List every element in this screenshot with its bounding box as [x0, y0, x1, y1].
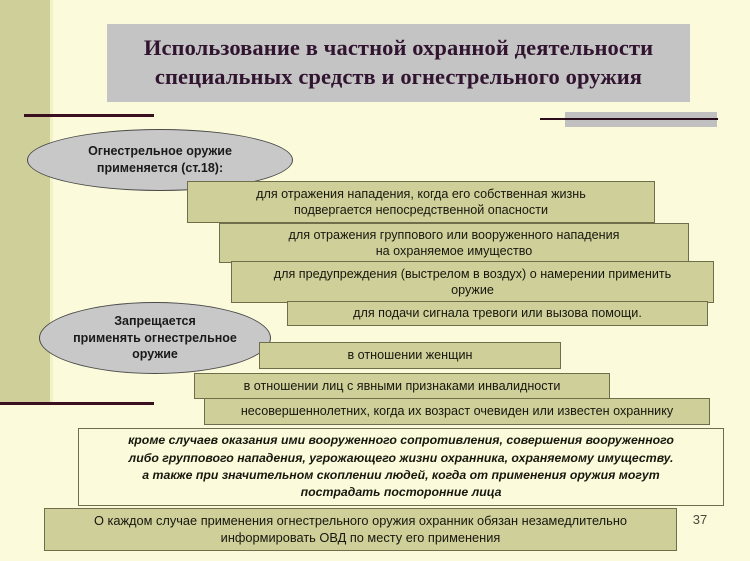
- prohibition-box-2-line-1: в отношении лиц с явными признаками инва…: [243, 378, 561, 393]
- use-case-box-3-line-2: оружие: [451, 283, 494, 297]
- use-case-box-4-line-1: для подачи сигнала тревоги или вызова по…: [353, 306, 642, 321]
- use-case-box-2-line-2: на охраняемое имущество: [375, 244, 533, 258]
- use-case-box-3-line-1: для предупреждения (выстрелом в воздух) …: [273, 266, 672, 281]
- use-case-box-2: для отражения группового или вооруженног…: [219, 223, 689, 263]
- exception-box: кроме случаев оказания ими вооруженного …: [78, 428, 724, 506]
- use-case-box-1-line-2: подвергается непосредственной опасности: [293, 203, 548, 217]
- use-case-box-3: для предупреждения (выстрелом в воздух) …: [231, 261, 714, 303]
- slide-title: Использование в частной охранной деятель…: [107, 24, 690, 102]
- prohibition-box-2: в отношении лиц с явными признаками инва…: [194, 373, 610, 399]
- use-case-box-1-line-1: для отражения нападения, когда его собст…: [256, 186, 586, 201]
- bottom-left-rule: [0, 402, 154, 405]
- prohibition-box-3: несовершеннолетних, когда их возраст оче…: [204, 398, 710, 425]
- exception-line-1: кроме случаев оказания ими вооруженного …: [128, 433, 674, 448]
- notification-line-2: информировать ОВД по месту его применени…: [220, 529, 501, 545]
- prohibition-ellipse-line-2: применять огнестрельное: [73, 330, 237, 345]
- prohibition-ellipse-line-1: Запрещается: [114, 313, 196, 328]
- exception-line-2: либо группового нападения, угрожающего ж…: [128, 450, 674, 465]
- prohibition-box-1-line-1: в отношении женщин: [347, 348, 473, 363]
- prohibition-ellipse: Запрещается применять огнестрельное оруж…: [39, 302, 271, 374]
- left-accent-band-edge: [50, 0, 53, 403]
- prohibition-box-1: в отношении женщин: [259, 342, 561, 369]
- title-line-2: специальных средств и огнестрельного ору…: [154, 64, 643, 89]
- exception-line-4: пострадать посторонние лица: [300, 485, 502, 500]
- notification-line-1: О каждом случае применения огнестрельног…: [93, 512, 628, 528]
- use-case-box-4: для подачи сигнала тревоги или вызова по…: [287, 301, 708, 326]
- firearm-use-ellipse: Огнестрельное оружие применяется (ст.18)…: [27, 129, 293, 191]
- prohibition-ellipse-line-3: оружие: [132, 347, 178, 362]
- prohibition-box-3-line-1: несовершеннолетних, когда их возраст оче…: [240, 404, 674, 419]
- top-left-rule: [24, 114, 154, 117]
- top-right-rule: [540, 118, 718, 120]
- slide-number: 37: [692, 512, 708, 527]
- notification-box: О каждом случае применения огнестрельног…: [44, 508, 677, 551]
- use-case-box-2-line-1: для отражения группового или вооруженног…: [288, 227, 620, 242]
- use-case-box-1: для отражения нападения, когда его собст…: [187, 181, 655, 223]
- firearm-use-ellipse-line-2: применяется (ст.18):: [96, 161, 224, 175]
- title-line-1: Использование в частной охранной деятель…: [143, 35, 654, 61]
- exception-line-3: а также при значительном скоплении людей…: [142, 468, 660, 482]
- firearm-use-ellipse-line-1: Огнестрельное оружие: [88, 144, 232, 159]
